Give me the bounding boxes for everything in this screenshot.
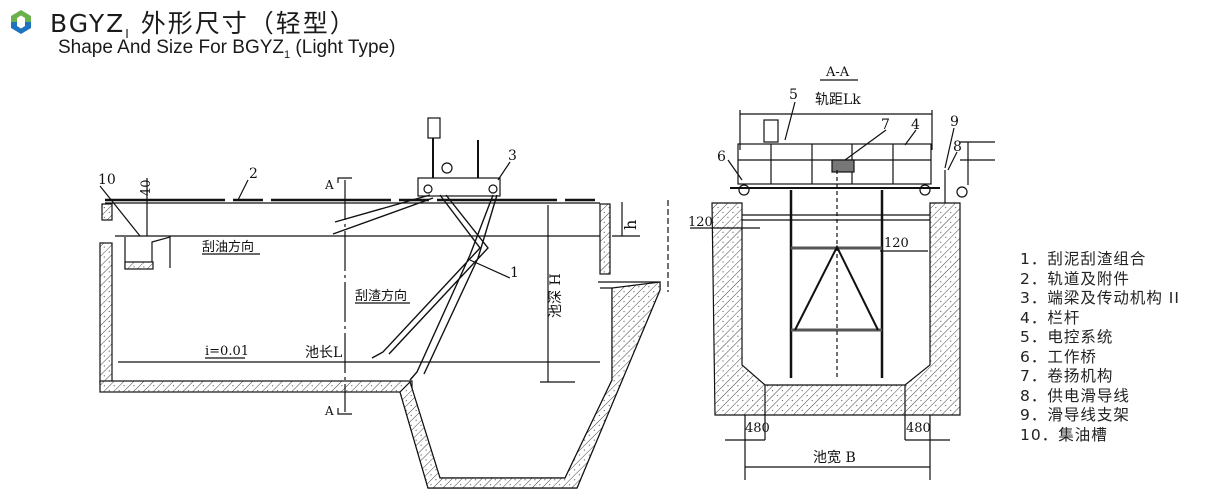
winch <box>831 159 855 173</box>
label-section-title: A-A <box>825 65 850 80</box>
label-dim-120-right: 120 <box>884 236 909 251</box>
label-tank-depth: 池深 H <box>548 273 564 318</box>
legend-item: 4．栏杆 <box>1020 308 1081 327</box>
section-tank-walls <box>711 202 961 416</box>
legend-item: 1．刮泥刮渣组合 <box>1020 250 1147 268</box>
railing <box>737 143 932 185</box>
label-item-3: 3 <box>508 148 517 164</box>
label-scum-direction: 刮渣方向 <box>355 288 407 304</box>
label-freeboard: h <box>621 220 640 230</box>
legend-item: 6．工作桥 <box>1020 347 1097 366</box>
label-dim-40: 40 <box>139 179 154 196</box>
scraper-arm <box>332 194 498 381</box>
legend-item: 3．端梁及传动机构 II <box>1020 289 1180 307</box>
legend-item: 8．供电滑导线 <box>1020 386 1130 405</box>
label-item-8: 8 <box>953 139 962 155</box>
label-item-5: 5 <box>789 87 798 103</box>
label-item-6: 6 <box>717 149 726 165</box>
page-subtitle: Shape And Size For BGYZ1 (Light Type) <box>58 37 396 61</box>
label-item-9: 9 <box>950 114 959 130</box>
label-item-1: 1 <box>510 265 519 281</box>
section-view-labels: A-A 轨距Lk 5 7 4 6 9 8 120 120 480 480 池宽 … <box>688 65 962 466</box>
control-box <box>427 117 441 139</box>
label-item-10: 10 <box>98 172 116 188</box>
end-carriage <box>417 177 501 197</box>
legend-item: 2．轨道及附件 <box>1020 269 1130 288</box>
legend-item: 5．电控系统 <box>1020 328 1114 346</box>
left-wall <box>99 242 113 384</box>
company-logo-icon <box>11 10 31 34</box>
label-tank-width: 池宽 B <box>813 449 856 466</box>
label-oil-direction: 刮油方向 <box>202 239 254 255</box>
label-section-a-top: A <box>324 178 334 192</box>
right-wall <box>599 203 611 275</box>
control-panel <box>763 119 779 143</box>
parts-legend: 1．刮泥刮渣组合 2．轨道及附件 3．端梁及传动机构 II 4．栏杆 5．电控系… <box>1020 250 1180 445</box>
label-tank-length: 池长L <box>305 345 342 361</box>
legend-item: 10．集油槽 <box>1020 425 1108 444</box>
side-view-labels: 10 40 2 3 1 A A 刮油方向 刮渣方向 i=0.01 池长L 池深 … <box>98 148 640 418</box>
label-track-gauge: 轨距Lk <box>815 92 861 108</box>
legend-item: 9．滑导线支架 <box>1020 406 1130 424</box>
label-item-7: 7 <box>881 117 890 133</box>
left-wall-top <box>101 203 113 221</box>
label-item-2: 2 <box>249 166 258 182</box>
legend-item: 7．卷扬机构 <box>1020 367 1114 385</box>
label-item-4: 4 <box>911 117 920 133</box>
label-section-a-bottom: A <box>324 404 334 418</box>
label-dim-480-left: 480 <box>745 421 770 436</box>
label-dim-480-right: 480 <box>906 421 931 436</box>
side-view <box>99 117 669 489</box>
label-dim-120-left: 120 <box>688 215 713 230</box>
tank-floor <box>99 380 413 393</box>
label-slope: i=0.01 <box>205 344 249 359</box>
page-title: BGYZI 外形尺寸（轻型） <box>50 9 357 41</box>
section-view <box>690 79 995 480</box>
